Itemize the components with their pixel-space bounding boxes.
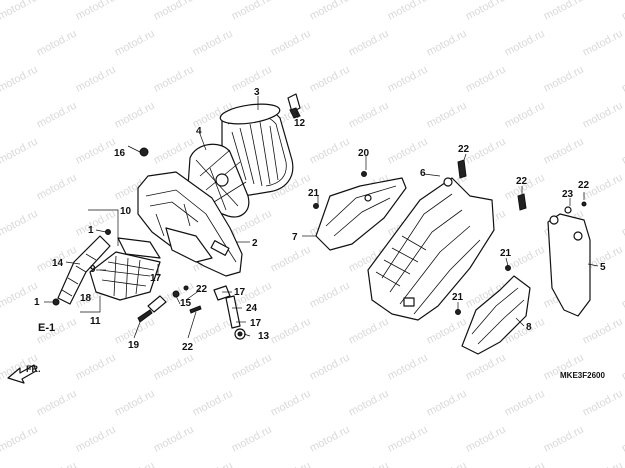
fr-label: FR. (26, 364, 41, 374)
callout-6: 6 (420, 168, 426, 179)
callout-22e: 22 (578, 180, 590, 191)
callout-17b: 17 (250, 318, 262, 329)
callout-labels: 3 4 2 16 12 1 1 14 10 9 18 11 17 15 22 1… (34, 87, 606, 353)
side-cover-left (315, 177, 407, 251)
diagram-code: MKE3F2600 (560, 371, 605, 380)
section-ref-e1: E-1 (38, 322, 55, 334)
side-number-plate (547, 213, 591, 317)
callout-21a: 20 (358, 148, 370, 159)
callout-22a: 22 (196, 284, 208, 295)
intake-tube (57, 235, 111, 305)
callout-10: 10 (120, 206, 132, 217)
callout-19: 18 (80, 293, 92, 304)
callout-4: 4 (196, 126, 202, 137)
callout-15: 15 (180, 298, 192, 309)
air-cleaner-case (137, 171, 243, 277)
callout-22c: 22 (458, 144, 470, 155)
duct-boot (89, 237, 161, 301)
callout-12: 12 (294, 118, 306, 129)
callout-17a: 17 (234, 287, 246, 298)
front-direction-arrow: FR. (7, 364, 41, 384)
callout-21b: 21 (308, 188, 320, 199)
callout-3: 3 (254, 87, 260, 98)
callout-22d: 22 (516, 176, 528, 187)
leader-lines (44, 96, 599, 339)
callout-5: 5 (600, 262, 606, 273)
side-cover-lower (461, 275, 531, 355)
callout-8: 8 (526, 322, 532, 333)
callout-1a: 1 (88, 225, 94, 236)
callout-1b: 1 (34, 297, 40, 308)
fasteners-left (52, 93, 301, 340)
callout-9: 9 (90, 264, 96, 275)
fasteners-right (313, 159, 587, 315)
callout-20: 19 (128, 340, 140, 351)
callout-2: 2 (252, 238, 258, 249)
air-filter-element (219, 103, 294, 196)
callout-21d: 21 (452, 292, 464, 303)
callout-22b: 22 (182, 342, 194, 353)
callout-21c: 21 (500, 248, 512, 259)
callout-14: 14 (52, 258, 64, 269)
callout-11: 11 (90, 316, 101, 327)
callout-18: 17 (150, 273, 162, 284)
callout-16: 16 (114, 148, 126, 159)
callout-13: 13 (258, 331, 270, 342)
callout-7: 7 (292, 232, 298, 243)
callout-24: 24 (246, 303, 258, 314)
air-cleaner-cover (367, 177, 495, 321)
callout-23: 23 (562, 189, 574, 200)
